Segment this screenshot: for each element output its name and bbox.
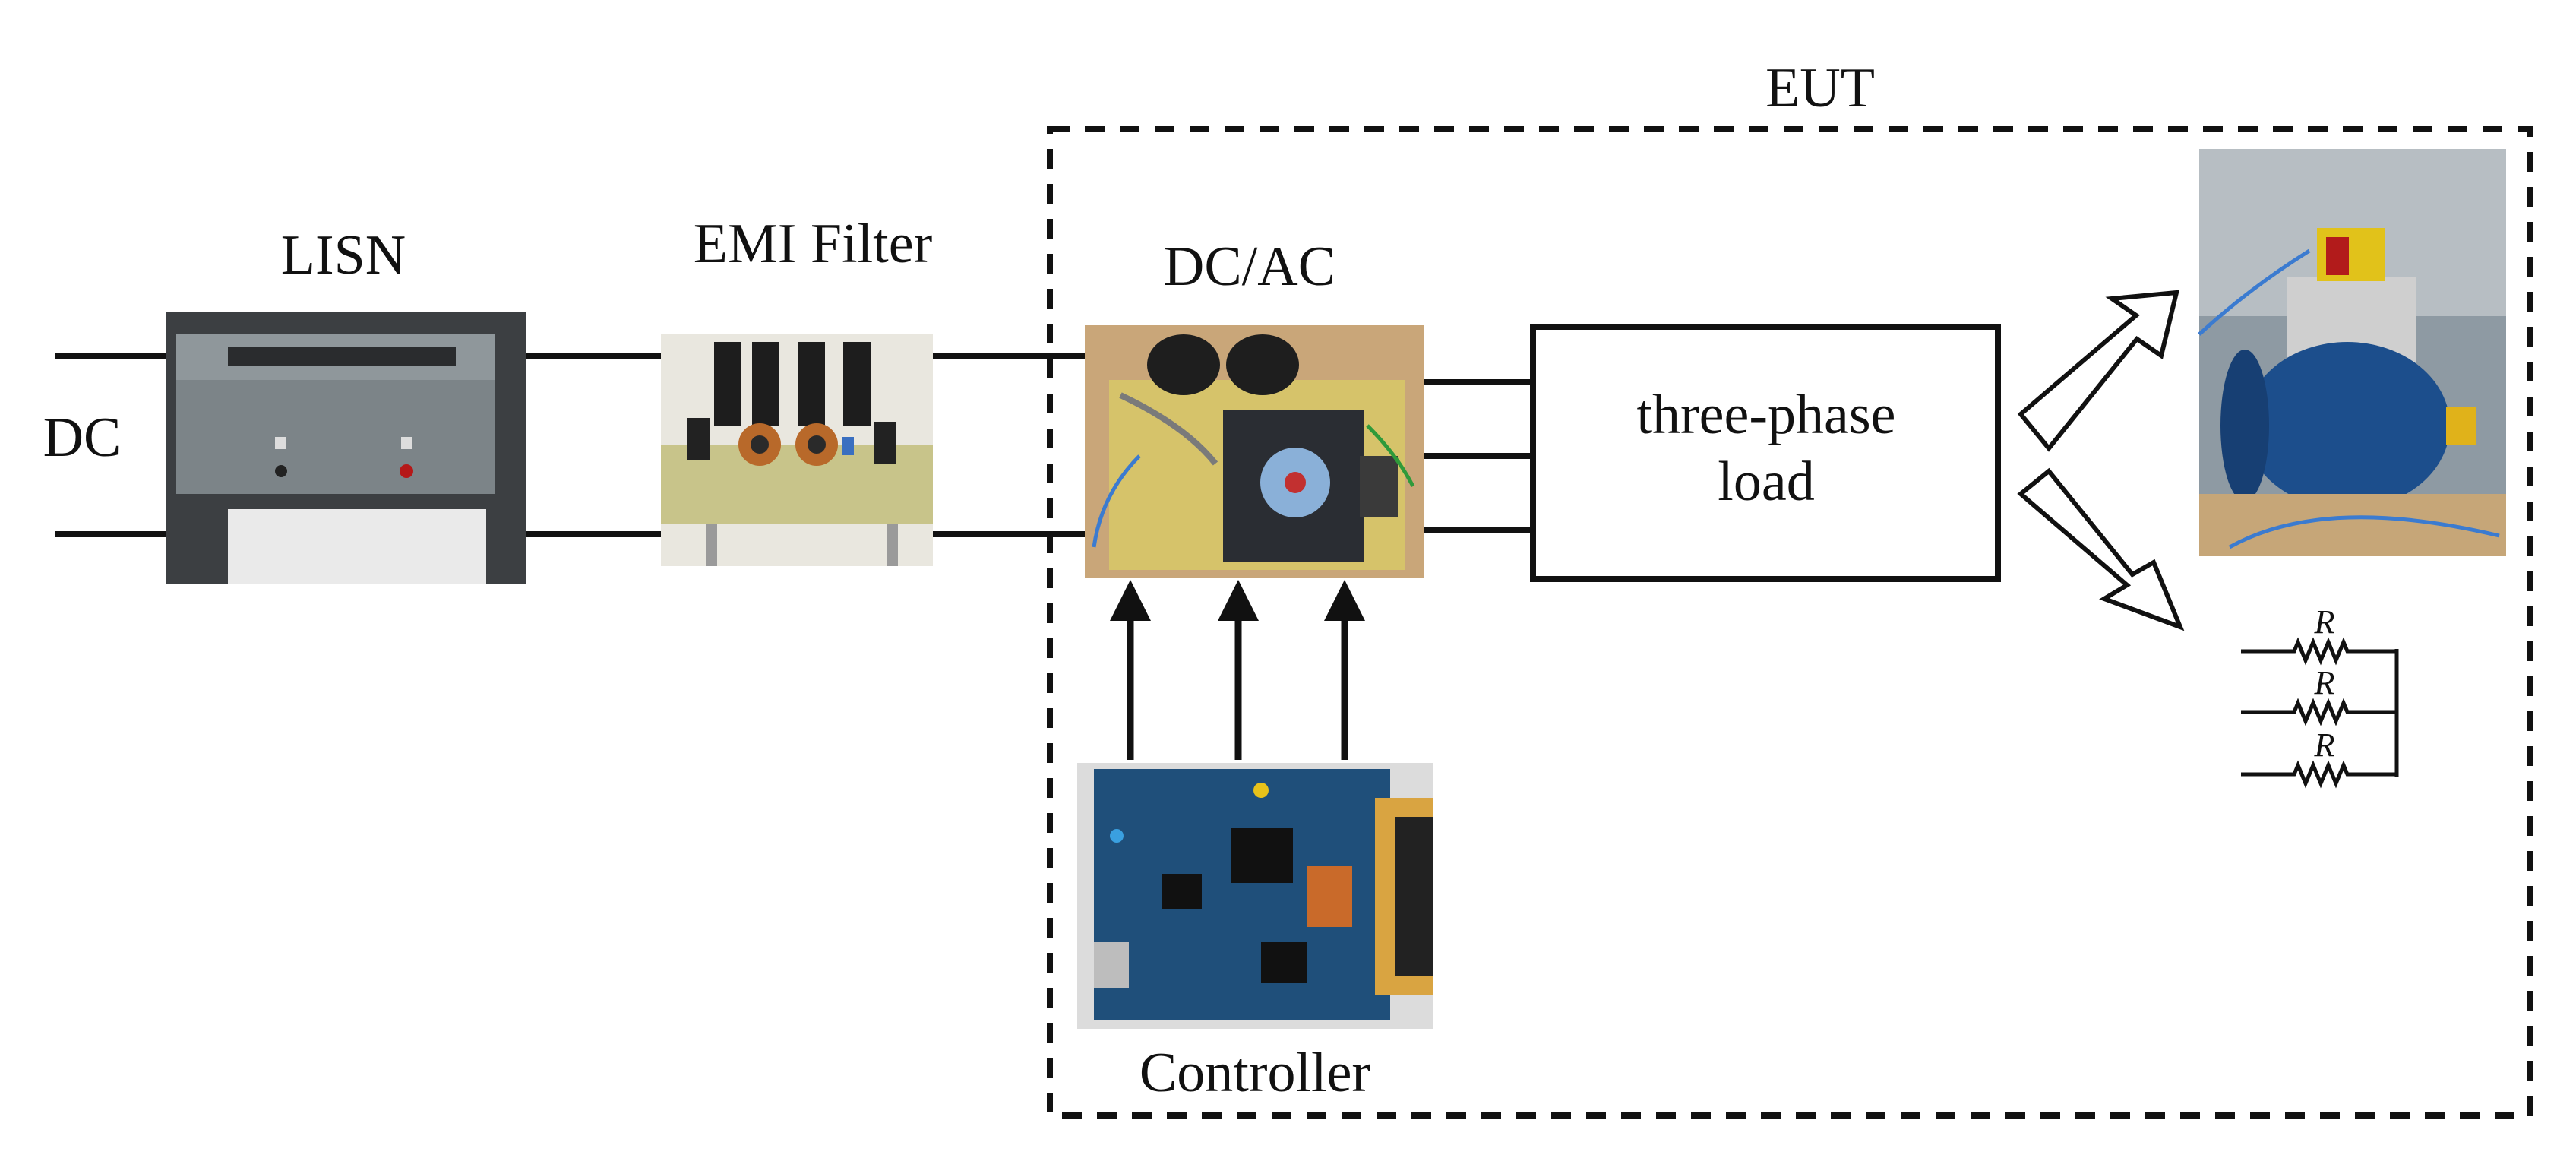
controller-photo bbox=[1077, 763, 1433, 1029]
control-signal-arrows bbox=[1110, 580, 1365, 760]
eut-boundary bbox=[1047, 126, 2533, 1119]
three-phase-load-label-line2: load bbox=[1718, 451, 1814, 513]
dcac-label: DC/AC bbox=[1164, 236, 1335, 298]
three-phase-load-label-line1: three-phase bbox=[1636, 384, 1895, 446]
motor-photo bbox=[2198, 149, 2506, 556]
dc-bus-wires bbox=[55, 353, 1086, 537]
emi-filter-label: EMI Filter bbox=[694, 213, 932, 275]
three-phase-load-box bbox=[1530, 324, 2001, 582]
arrow-to-motor bbox=[2017, 290, 2179, 452]
arrow-to-resistors bbox=[2017, 467, 2185, 631]
resistor-label-1: R bbox=[2314, 603, 2335, 641]
three-phase-wires bbox=[1424, 379, 1533, 533]
resistor-network bbox=[2241, 637, 2399, 789]
lisn-photo bbox=[166, 312, 526, 584]
resistor-label-2: R bbox=[2314, 664, 2335, 701]
emi-filter-photo bbox=[661, 334, 933, 566]
dc-label: DC bbox=[43, 407, 122, 469]
eut-label: EUT bbox=[1765, 57, 1875, 119]
resistor-label-3: R bbox=[2314, 726, 2335, 764]
controller-label: Controller bbox=[1139, 1042, 1370, 1104]
lisn-label: LISN bbox=[281, 224, 406, 286]
dcac-photo bbox=[1085, 325, 1424, 578]
